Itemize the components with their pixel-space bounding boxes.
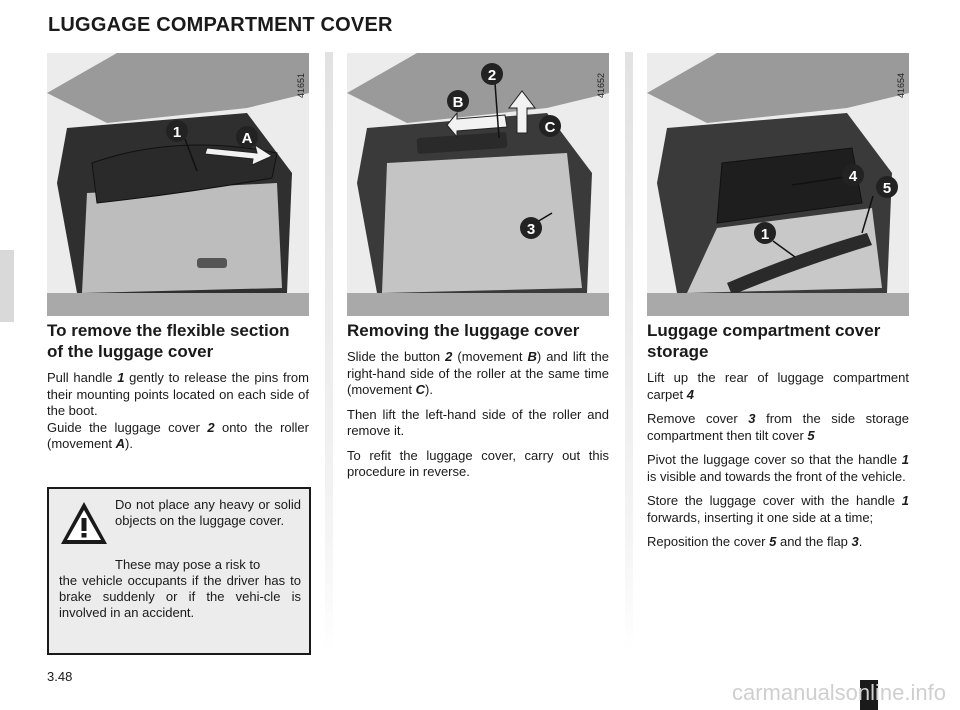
instruction-paragraph: Pivot the luggage cover so that the hand… [647,452,909,484]
instruction-paragraph: Guide the luggage cover 2 onto the rolle… [47,419,309,452]
callout-B: B [453,94,464,111]
callout-A: A [242,130,253,147]
warning-triangle-icon [61,502,107,544]
column-divider [625,52,633,652]
column-removing-cover: Removing the luggage cover Slide the but… [347,320,609,489]
instruction-paragraph: Then lift the left-hand side of the roll… [347,406,609,439]
column-flexible-section: To remove the flexible section of the lu… [47,320,309,461]
instruction-paragraph: Reposition the cover 5 and the flap 3. [647,534,863,549]
instruction-paragraph: To refit the luggage cover, carry out th… [347,447,609,480]
section-heading: Luggage compartment cover storage [647,321,881,361]
warning-text: the vehicle occupants if the driver has … [59,573,301,620]
illustration-remove-flexible-section: 1 A 41651 [47,53,309,316]
instruction-paragraph: Pull handle 1 gently to release the pins… [47,370,309,418]
instruction-paragraph: Lift up the rear of luggage compartment … [647,370,909,402]
callout-4: 4 [849,168,858,185]
page-number: 3.48 [47,669,73,684]
warning-box: Do not place any heavy or solid objects … [47,487,311,655]
warning-text: Do not place any heavy or solid objects … [115,497,301,528]
illustration-code: 41654 [896,73,906,98]
callout-3: 3 [527,221,535,238]
illustration-cover-storage: 4 5 1 41654 [647,53,909,316]
illustration-code: 41652 [596,73,606,98]
instruction-paragraph: Slide the button 2 (movement B) and lift… [347,349,609,397]
illustration-removing-cover: 2 B C 3 41652 [347,53,609,316]
callout-2: 2 [488,67,496,84]
callout-C: C [545,119,556,136]
column-cover-storage: Luggage compartment cover storage Lift u… [647,320,909,559]
section-heading: To remove the flexible section of the lu… [47,321,290,361]
instruction-paragraph: Store the luggage cover with the handle … [647,493,909,525]
section-tab [0,250,14,322]
instruction-paragraph: Remove cover 3 from the side storage com… [647,411,909,443]
page-title: LUGGAGE COMPARTMENT COVER [48,14,393,36]
callout-1: 1 [761,226,769,243]
callout-1: 1 [173,124,181,141]
callout-5: 5 [883,180,891,197]
section-heading: Removing the luggage cover [347,321,580,340]
watermark: carmanualsonline.info [731,680,946,705]
column-divider [325,52,333,652]
page-marker [860,680,878,710]
illustration-code: 41651 [296,73,306,98]
warning-text: These may pose a risk to [115,557,261,572]
